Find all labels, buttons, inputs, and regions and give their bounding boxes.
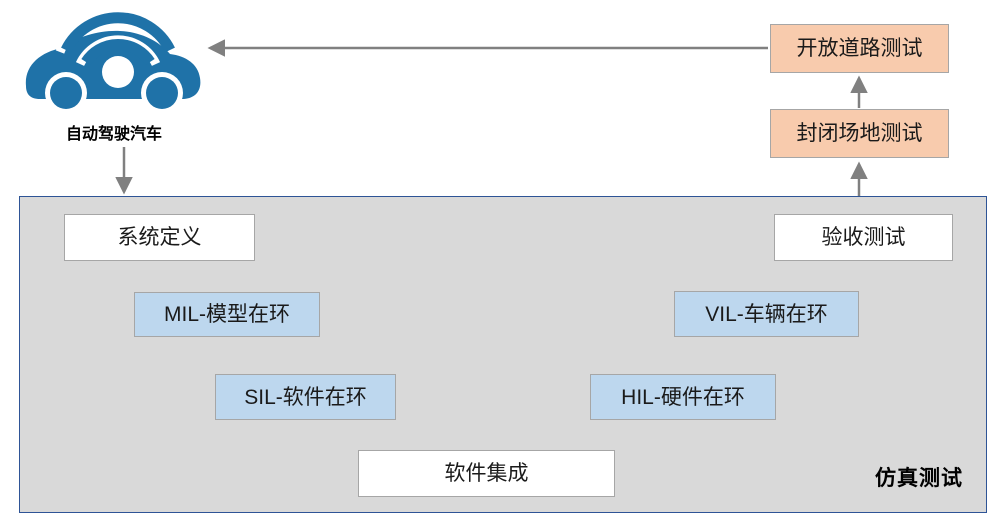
- autonomous-car-icon: [25, 8, 201, 114]
- node-system-definition[interactable]: 系统定义: [64, 214, 255, 261]
- node-mil[interactable]: MIL-模型在环: [134, 292, 320, 337]
- autonomous-car-group: 自动驾驶汽车: [14, 8, 214, 148]
- node-system-definition-label: 系统定义: [117, 226, 202, 249]
- node-vil[interactable]: VIL-车辆在环: [674, 291, 859, 337]
- node-hil[interactable]: HIL-硬件在环: [590, 374, 776, 420]
- node-closed-field-test[interactable]: 封闭场地测试: [770, 109, 949, 158]
- node-software-integration[interactable]: 软件集成: [358, 450, 615, 497]
- simulation-testing-label: 仿真测试: [875, 467, 963, 490]
- node-hil-label: HIL-硬件在环: [621, 385, 745, 409]
- node-open-road-test-label: 开放道路测试: [796, 37, 923, 60]
- autonomous-car-label: 自动驾驶汽车: [65, 126, 162, 143]
- node-sil[interactable]: SIL-软件在环: [215, 374, 396, 420]
- node-acceptance-test-label: 验收测试: [821, 226, 906, 249]
- node-closed-field-test-label: 封闭场地测试: [796, 122, 923, 145]
- node-sil-label: SIL-软件在环: [244, 385, 367, 409]
- node-open-road-test[interactable]: 开放道路测试: [770, 24, 949, 73]
- node-software-integration-label: 软件集成: [444, 462, 529, 485]
- node-vil-label: VIL-车辆在环: [705, 302, 828, 326]
- node-mil-label: MIL-模型在环: [164, 303, 290, 326]
- node-acceptance-test[interactable]: 验收测试: [774, 214, 953, 261]
